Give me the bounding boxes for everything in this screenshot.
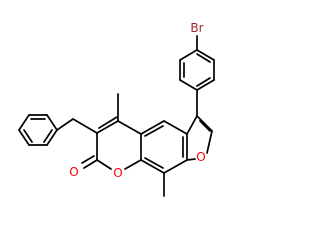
furan-oxygen-label: O xyxy=(196,150,205,164)
benzyl-methylene-bond xyxy=(56,118,98,134)
carbonyl-bond xyxy=(81,155,98,169)
carbonyl-oxygen-label: O xyxy=(69,165,78,179)
pyranone-ring xyxy=(96,116,142,170)
furan-ring xyxy=(186,115,213,161)
bromophenyl-ring xyxy=(179,49,215,91)
lactone-oxygen-label: O xyxy=(113,166,122,180)
central-benzene-ring xyxy=(140,120,188,174)
benzyl-phenyl-ring xyxy=(18,114,58,146)
bromine-label: Br xyxy=(190,21,203,35)
structure-diagram: Br O O O xyxy=(18,21,215,197)
molecule-canvas: Br O O O xyxy=(18,21,215,197)
